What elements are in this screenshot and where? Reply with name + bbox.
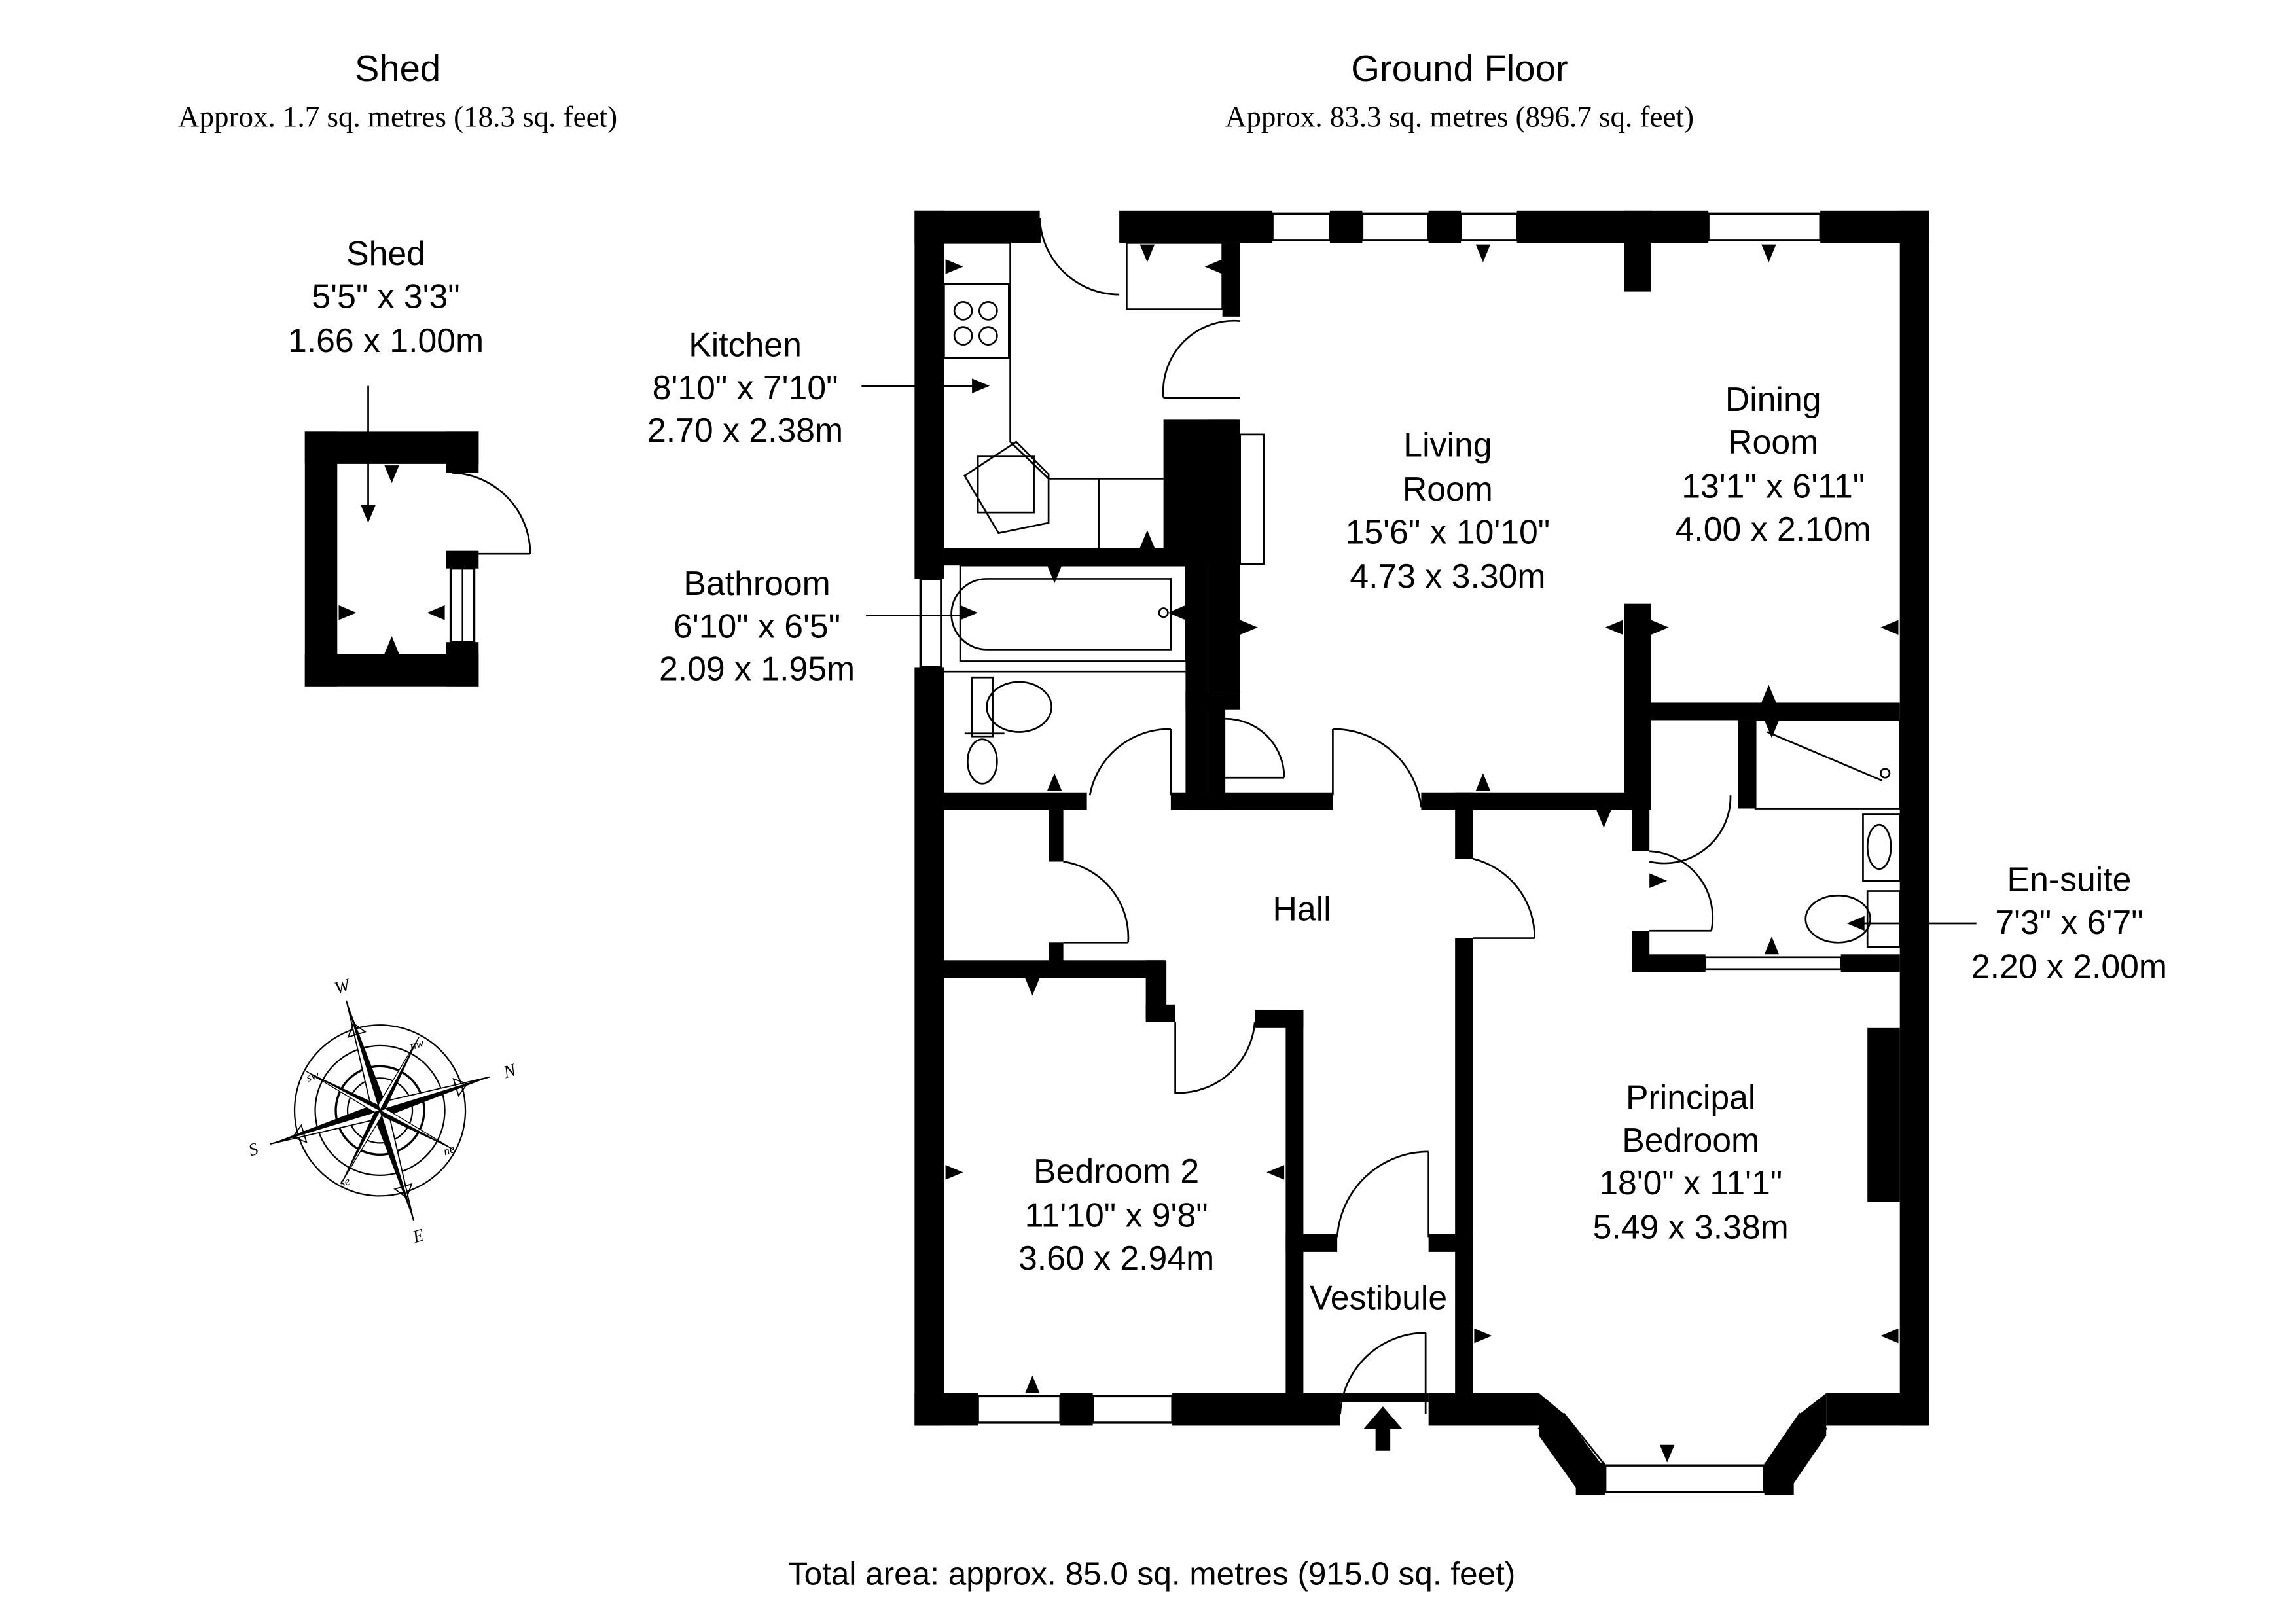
living-label-imperial: 15'6" x 10'10" [1346, 512, 1551, 550]
shed-header-area: Approx. 1.7 sq. metres (18.3 sq. feet) [178, 101, 617, 134]
compass-sw: sw [304, 1068, 320, 1084]
shed-label-imperial: 5'5" x 3'3" [312, 277, 459, 315]
bedroom2-label-metric: 3.60 x 2.94m [1018, 1239, 1214, 1277]
living-label-name1: Living [1403, 426, 1492, 464]
principal-label-name1: Principal [1626, 1079, 1755, 1116]
compass-e: E [410, 1224, 427, 1247]
compass-s: S [246, 1139, 260, 1160]
living-label-name2: Room [1403, 470, 1493, 508]
shed-label-name: Shed [346, 234, 425, 272]
compass-se: se [338, 1174, 351, 1190]
total-area: Total area: approx. 85.0 sq. metres (915… [788, 1556, 1516, 1592]
compass-rose: W N E S nw sw ne se [246, 974, 520, 1247]
compass-w: W [332, 974, 354, 998]
dining-label-metric: 4.00 x 2.10m [1676, 510, 1871, 548]
principal-label-imperial: 18'0" x 11'1" [1599, 1164, 1782, 1202]
shed-header-title: Shed [355, 48, 440, 89]
living-label-metric: 4.73 x 3.30m [1350, 557, 1545, 595]
compass-n: N [501, 1060, 520, 1082]
bedroom2-label-name: Bedroom 2 [1033, 1152, 1199, 1190]
kitchen-label-imperial: 8'10" x 7'10" [653, 368, 838, 406]
ground-header-title: Ground Floor [1351, 48, 1568, 89]
dining-label-name2: Room [1728, 423, 1818, 461]
ensuite-label-imperial: 7'3" x 6'7" [1995, 903, 2143, 941]
ensuite-label-metric: 2.20 x 2.00m [1971, 947, 2167, 985]
kitchen-label-metric: 2.70 x 2.38m [647, 411, 843, 449]
ensuite-label-name: En-suite [2007, 861, 2132, 899]
principal-label-metric: 5.49 x 3.38m [1593, 1208, 1789, 1246]
dimension-markers [945, 244, 1899, 1463]
ground-header-area: Approx. 83.3 sq. metres (896.7 sq. feet) [1225, 101, 1694, 134]
shed-label-metric: 1.66 x 1.00m [288, 321, 484, 359]
bathroom-label-metric: 2.09 x 1.95m [659, 650, 855, 688]
compass-ne: ne [442, 1142, 456, 1158]
compass-nw: nw [408, 1036, 425, 1052]
kitchen-label-name: Kitchen [689, 326, 802, 364]
leader-lines [861, 385, 1977, 925]
bedroom2-label-imperial: 11'10" x 9'8" [1025, 1196, 1208, 1234]
bathroom-label-imperial: 6'10" x 6'5" [673, 607, 840, 645]
ground-floor-walls [914, 210, 1929, 1495]
dining-label-name1: Dining [1725, 380, 1821, 418]
dining-label-imperial: 13'1" x 6'11" [1681, 467, 1865, 505]
doors [1039, 218, 1732, 1414]
hall-label-name: Hall [1273, 890, 1331, 928]
bathroom-label-name: Bathroom [683, 564, 830, 602]
shed-building [304, 385, 531, 687]
entrance-arrow-icon [1363, 1406, 1403, 1451]
principal-label-name2: Bedroom [1622, 1121, 1759, 1159]
vestibule-label-name: Vestibule [1310, 1279, 1447, 1317]
